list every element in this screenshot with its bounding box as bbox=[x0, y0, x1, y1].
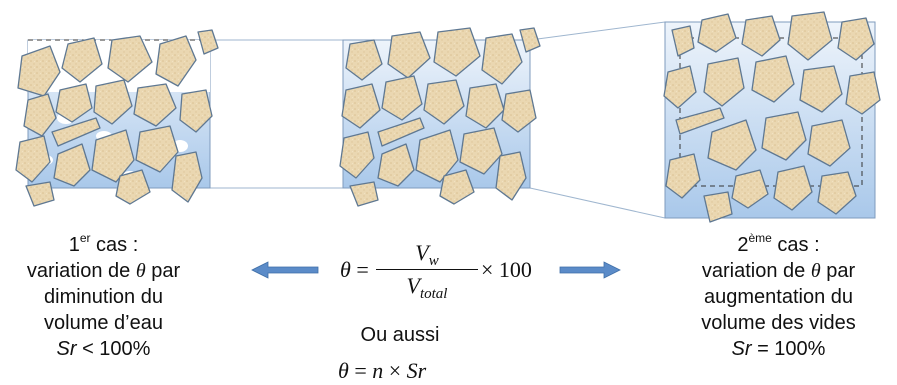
formula-lhs: θ = bbox=[340, 257, 369, 282]
sample-left-grains bbox=[15, 29, 219, 207]
right-case-caption: 2ème cas : variation de θ par augmentati… bbox=[660, 232, 897, 362]
right-caption-line1: 2ème cas : bbox=[737, 231, 820, 256]
formula-denominator: Vtotal bbox=[406, 273, 448, 302]
left-case-caption: 1er cas : variation de θ par diminution … bbox=[0, 232, 207, 362]
water-content-formula: θ = Vw Vtotal × 100 bbox=[338, 240, 558, 302]
right-caption-line4: volume des vides bbox=[701, 312, 856, 334]
connector-top-right bbox=[529, 21, 666, 41]
right-caption-line3: augmentation du bbox=[703, 286, 853, 308]
alternate-formula: θ = n × Sr bbox=[338, 358, 427, 383]
fraction-bar bbox=[376, 269, 478, 270]
left-caption-line4: volume d’eau bbox=[44, 312, 163, 334]
formula-multiplier: × 100 bbox=[481, 257, 532, 282]
right-caption-line5: Sr = 100% bbox=[731, 338, 826, 360]
sample-right-grains bbox=[663, 11, 881, 223]
connector-lines bbox=[210, 21, 666, 219]
sample-left-unsaturated bbox=[15, 29, 219, 207]
formula-numerator: Vw bbox=[415, 240, 439, 269]
sample-right-saturated bbox=[663, 11, 881, 223]
left-caption-line3: diminution du bbox=[44, 286, 163, 308]
arrow-right bbox=[559, 261, 621, 279]
right-caption-line2: variation de θ par bbox=[701, 260, 856, 282]
arrow-left bbox=[251, 261, 319, 279]
connector-bottom-right bbox=[529, 187, 666, 219]
left-caption-line2: variation de θ par bbox=[26, 260, 181, 282]
left-caption-line5: Sr < 100% bbox=[56, 338, 151, 360]
sample-center-reference bbox=[339, 27, 541, 207]
ou-aussi-label: Ou aussi bbox=[360, 324, 440, 346]
sample-center-grains bbox=[339, 27, 541, 207]
left-caption-line1: 1er cas : bbox=[68, 231, 139, 256]
formula-fraction: Vw Vtotal bbox=[376, 240, 478, 302]
